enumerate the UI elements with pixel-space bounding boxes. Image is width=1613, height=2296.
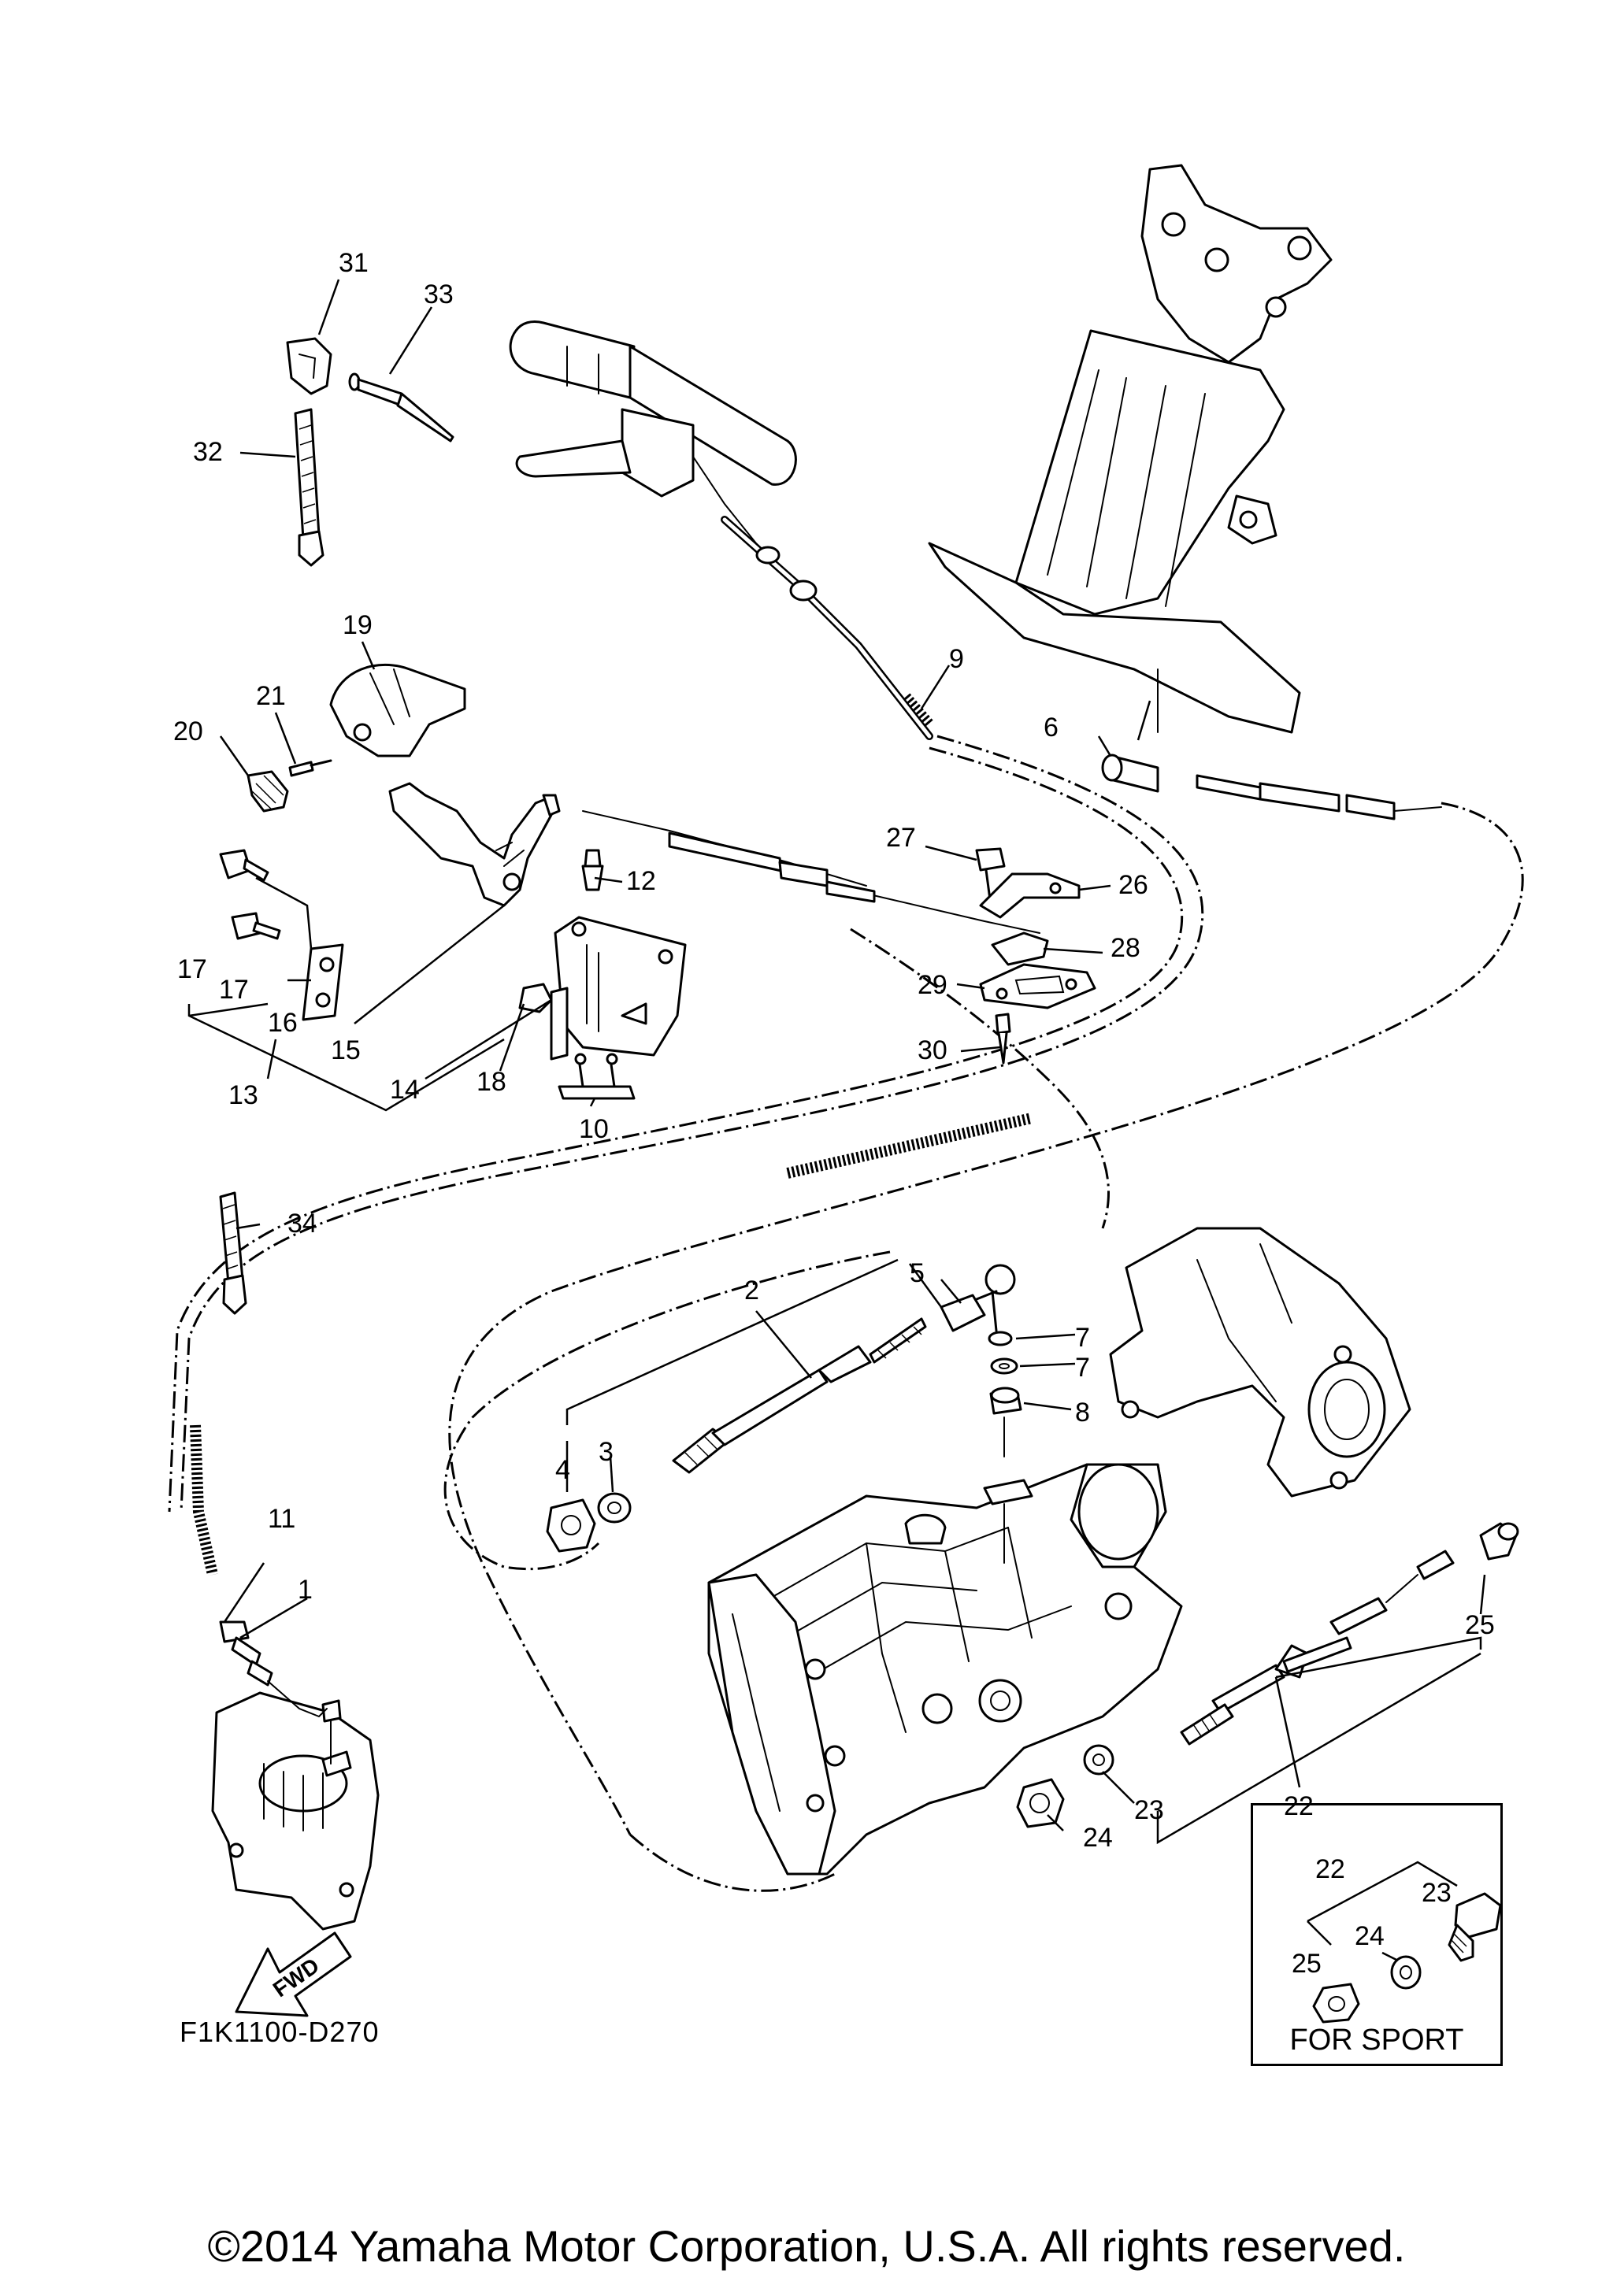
part-5-ball-joint	[940, 1264, 1016, 1332]
part-2-shift-cable-end	[672, 1317, 927, 1474]
shift-lever-housing	[211, 1691, 380, 1931]
throttle-inner-cable	[582, 810, 1040, 934]
cable-coil-lower	[190, 1424, 218, 1576]
part-33-rivet	[348, 372, 454, 443]
part-34-cable-tie	[219, 1191, 247, 1315]
callout-23: 23	[1134, 1795, 1164, 1825]
callout-10: 10	[579, 1114, 609, 1144]
sport-callout-22: 22	[1315, 1854, 1345, 1884]
callout-11: 11	[268, 1504, 295, 1534]
part-24-nut	[1016, 1778, 1065, 1828]
for-sport-inset-box: FOR SPORT	[1251, 1803, 1503, 2066]
callout-12: 12	[626, 866, 656, 896]
callout-labels: 31 33 32 19 21 20 9 6 27 26 12 28 29 30 …	[173, 248, 1495, 1979]
callout-31: 31	[339, 248, 369, 278]
part-6-cable-end	[1101, 754, 1442, 820]
part-18-nut	[518, 983, 553, 1013]
part-14-bracket-plate	[550, 916, 687, 1061]
shift-cable-loop	[168, 735, 1524, 1892]
callout-9: 9	[949, 644, 964, 674]
part-3-washer	[597, 1492, 632, 1524]
callout-30: 30	[918, 1035, 947, 1065]
callout-5: 5	[910, 1258, 925, 1288]
callout-7b: 7	[1075, 1353, 1090, 1383]
part-17-bolt-upper	[219, 849, 269, 882]
sport-callout-23: 23	[1422, 1878, 1452, 1908]
callout-25: 25	[1465, 1610, 1495, 1640]
part-28-holder	[991, 931, 1049, 966]
callout-16: 16	[268, 1008, 298, 1038]
callout-20: 20	[173, 717, 203, 746]
part-30-rivet	[995, 1013, 1011, 1065]
callout-17b: 17	[219, 975, 249, 1005]
part-17-bolt-lower	[231, 912, 281, 940]
handlebar-grip	[509, 320, 797, 583]
part-19-throttle-knob	[329, 663, 466, 757]
callout-6: 6	[1044, 713, 1059, 742]
callout-3: 3	[599, 1437, 614, 1467]
steering-column	[928, 164, 1333, 734]
callout-26: 26	[1118, 870, 1148, 900]
nozzle-housing	[1109, 1227, 1411, 1498]
part-23-washer	[1083, 1744, 1114, 1776]
sport-part-25-nut	[1312, 1983, 1360, 2024]
callout-1: 1	[298, 1575, 313, 1605]
callout-21: 21	[256, 681, 286, 711]
part-31-clip	[286, 337, 332, 395]
part-7-washer-lower	[990, 1357, 1018, 1375]
callout-19: 19	[343, 610, 373, 640]
part-22-steering-rod	[1180, 1574, 1418, 1746]
cable-coil-9	[901, 693, 934, 728]
part-21-screw	[288, 759, 332, 777]
callout-27: 27	[886, 823, 916, 853]
part-12-rivet	[581, 849, 604, 891]
callout-22: 22	[1284, 1791, 1314, 1821]
callout-29: 29	[918, 970, 947, 1000]
part-8-nut	[989, 1387, 1022, 1415]
part-27-bolt	[975, 847, 1006, 907]
callout-18: 18	[476, 1067, 506, 1097]
sport-part-23-fitting	[1448, 1892, 1502, 1962]
part-25-end	[1416, 1522, 1519, 1580]
callout-28: 28	[1111, 933, 1140, 963]
callout-7a: 7	[1075, 1323, 1090, 1353]
copyright-notice: ©2014 Yamaha Motor Corporation, U.S.A. A…	[207, 2221, 1406, 2271]
callout-4: 4	[555, 1455, 570, 1485]
part-7-washer-upper	[988, 1331, 1013, 1346]
throttle-cable	[721, 516, 933, 740]
for-sport-label: FOR SPORT	[1289, 2024, 1464, 2057]
sport-callout-25: 25	[1292, 1949, 1322, 1979]
callout-2: 2	[744, 1276, 759, 1305]
part-1-cable-end	[219, 1620, 328, 1718]
part-20-cap	[247, 770, 289, 813]
part-15-throttle-bracket	[388, 782, 561, 907]
part-29-plate	[979, 963, 1096, 1009]
leader-lines	[187, 279, 1486, 1962]
callout-24: 24	[1083, 1823, 1113, 1853]
callout-15: 15	[331, 1035, 361, 1065]
callout-32: 32	[193, 437, 223, 467]
part-26-clamp	[979, 872, 1081, 919]
callout-8: 8	[1075, 1398, 1090, 1428]
part-32-cable-tie	[294, 408, 324, 567]
cable-coil-upper	[786, 1113, 1033, 1179]
callout-34: 34	[287, 1209, 317, 1239]
pump-left-casting	[707, 1573, 836, 1876]
callout-13: 13	[228, 1080, 258, 1110]
part-4-nut	[546, 1498, 596, 1553]
fwd-arrow: FWD	[235, 1931, 352, 2017]
sport-part-24-washer	[1390, 1955, 1422, 1990]
part-10-mount	[558, 1053, 636, 1100]
sport-callout-24: 24	[1355, 1921, 1385, 1951]
callout-14: 14	[390, 1075, 420, 1105]
part-16-plate	[302, 943, 344, 1021]
drawing-code: F1K1100-D270	[180, 2016, 380, 2048]
callout-33: 33	[424, 280, 454, 309]
callout-17a: 17	[177, 954, 207, 984]
